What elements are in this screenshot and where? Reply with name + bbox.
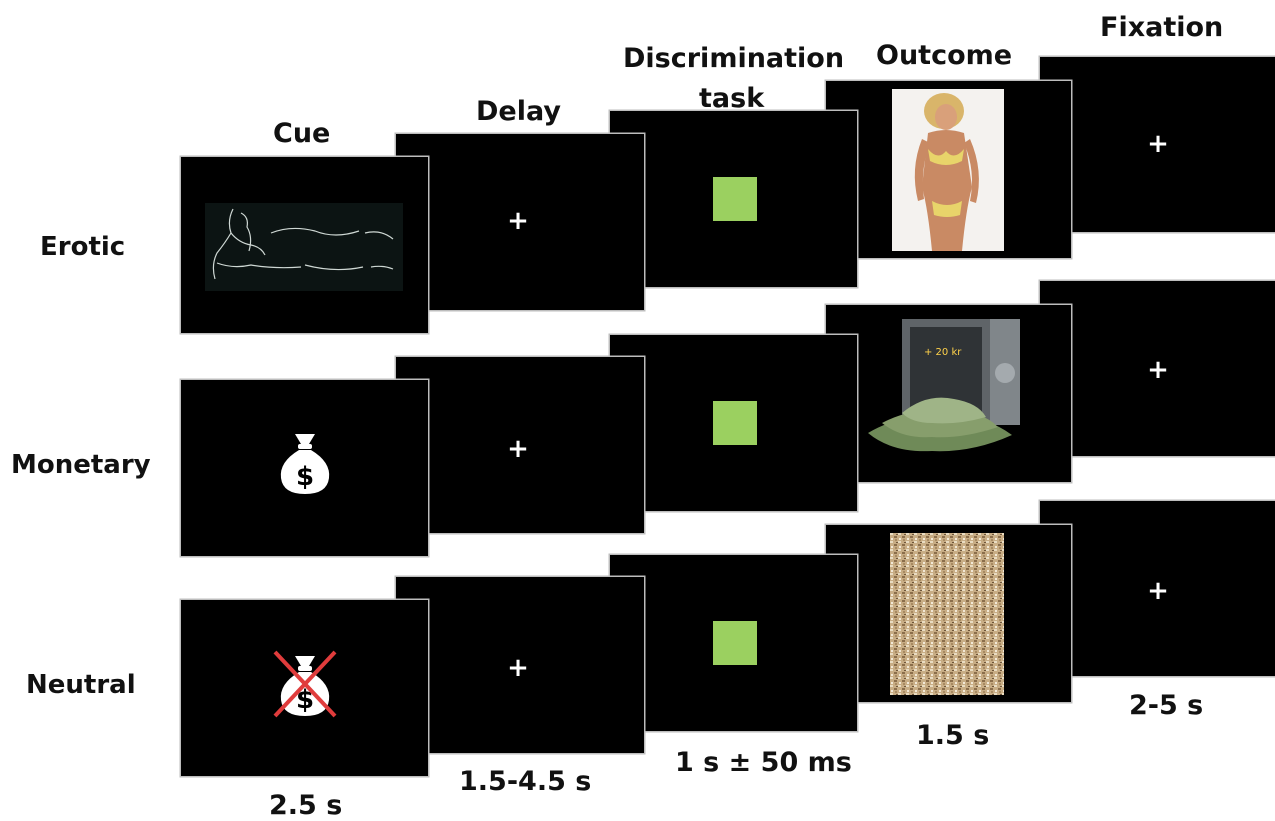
fixation-cross: + (1147, 355, 1169, 385)
cue-screen-erotic (181, 157, 428, 333)
discrimination-screen-neutral (610, 555, 857, 731)
fixation-screen-monetary: + (1040, 281, 1275, 456)
discrimination-screen-erotic (610, 111, 857, 287)
row-label-monetary: Monetary (11, 450, 151, 480)
fixation-cross: + (507, 434, 529, 464)
cue-screen-monetary: $ (181, 380, 428, 556)
fixation-screen-erotic: + (1040, 57, 1275, 232)
outcome-screen-neutral (826, 525, 1071, 702)
svg-text:$: $ (296, 685, 314, 715)
header-discrimination-task: task (699, 83, 765, 114)
fixation-cross: + (507, 206, 529, 236)
outcome-screen-erotic (826, 81, 1071, 258)
target-square (713, 177, 757, 221)
delay-screen-monetary: + (396, 357, 644, 533)
header-cue: Cue (273, 118, 331, 149)
money-bag-icon: $ (280, 434, 330, 494)
header-discrimination: Discrimination (623, 43, 845, 74)
outcome-screen-monetary: + 20 kr (826, 305, 1071, 482)
header-fixation: Fixation (1100, 12, 1224, 43)
duration-discrimination: 1 s ± 50 ms (675, 747, 852, 778)
target-square (713, 401, 757, 445)
row-label-erotic: Erotic (40, 232, 126, 262)
duration-outcome: 1.5 s (916, 720, 990, 751)
delay-screen-erotic: + (396, 134, 644, 310)
erotic-photo (892, 89, 1004, 251)
duration-delay: 1.5-4.5 s (459, 766, 592, 797)
row-label-neutral: Neutral (26, 670, 136, 700)
target-square (713, 621, 757, 665)
scrambled-image (890, 533, 1004, 695)
fixation-cross: + (507, 653, 529, 683)
crossed-money-bag-icon: $ (273, 650, 337, 718)
money-safe-image: + 20 kr (862, 313, 1034, 477)
svg-text:$: $ (296, 462, 314, 492)
money-amount-text: + 20 kr (924, 347, 962, 358)
duration-fixation: 2-5 s (1129, 690, 1204, 721)
fixation-cross: + (1147, 576, 1169, 606)
duration-cue: 2.5 s (269, 790, 343, 821)
cue-screen-neutral: $ (181, 600, 428, 776)
discrimination-screen-monetary (610, 335, 857, 511)
erotic-line-drawing-icon (205, 203, 403, 291)
fixation-cross: + (1147, 129, 1169, 159)
fixation-screen-neutral: + (1040, 501, 1275, 676)
header-delay: Delay (476, 96, 561, 127)
header-outcome: Outcome (876, 40, 1013, 71)
delay-screen-neutral: + (396, 577, 644, 753)
